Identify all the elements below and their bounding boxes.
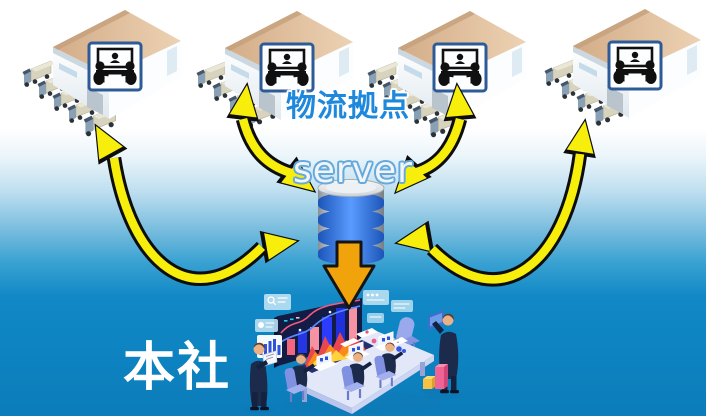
sync-arrow-warehouse-1 (80, 115, 303, 286)
headquarters-label: 本社 (123, 338, 232, 398)
server-label: server (293, 150, 413, 191)
standing-person-clipboard (249, 342, 278, 411)
download-arrow-server-to-hq (322, 240, 376, 310)
mini-bar-chart (423, 364, 448, 389)
video-meeting-icon (607, 40, 663, 91)
server-database-icon (317, 179, 385, 265)
sync-arrow-warehouse-3 (381, 80, 477, 206)
floating-widget-panels (255, 290, 413, 332)
video-meeting-icon (87, 41, 143, 92)
video-meeting-icon (259, 42, 315, 93)
warehouse-node-4 (544, 9, 701, 127)
sync-arrow-warehouse-4 (391, 115, 602, 287)
sync-arrow-warehouse-2 (226, 80, 327, 206)
warehouse-node-1 (22, 10, 181, 137)
logistics-sites-label: 物流拠点 (286, 89, 410, 124)
headquarters-illustration (243, 290, 462, 414)
video-meeting-icon (432, 42, 488, 93)
